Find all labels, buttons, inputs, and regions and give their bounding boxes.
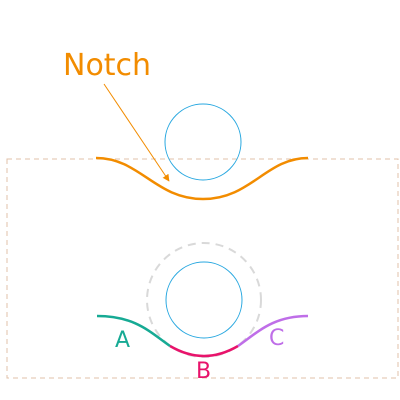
arrow-icon (103, 83, 170, 182)
segment-b-label: B (196, 359, 211, 384)
segment-a-label: A (115, 328, 130, 353)
segment-a-curve (96, 314, 171, 348)
frame-rect (6, 158, 399, 379)
lower-circle (165, 261, 243, 339)
upper-circle (164, 103, 242, 181)
notch-curve (95, 156, 309, 201)
segment-c-label: C (269, 326, 284, 351)
notch-label: Notch (63, 48, 151, 83)
segment-b-curve (169, 344, 239, 358)
segment-c-curve (237, 314, 309, 348)
guide-circle (146, 242, 262, 358)
